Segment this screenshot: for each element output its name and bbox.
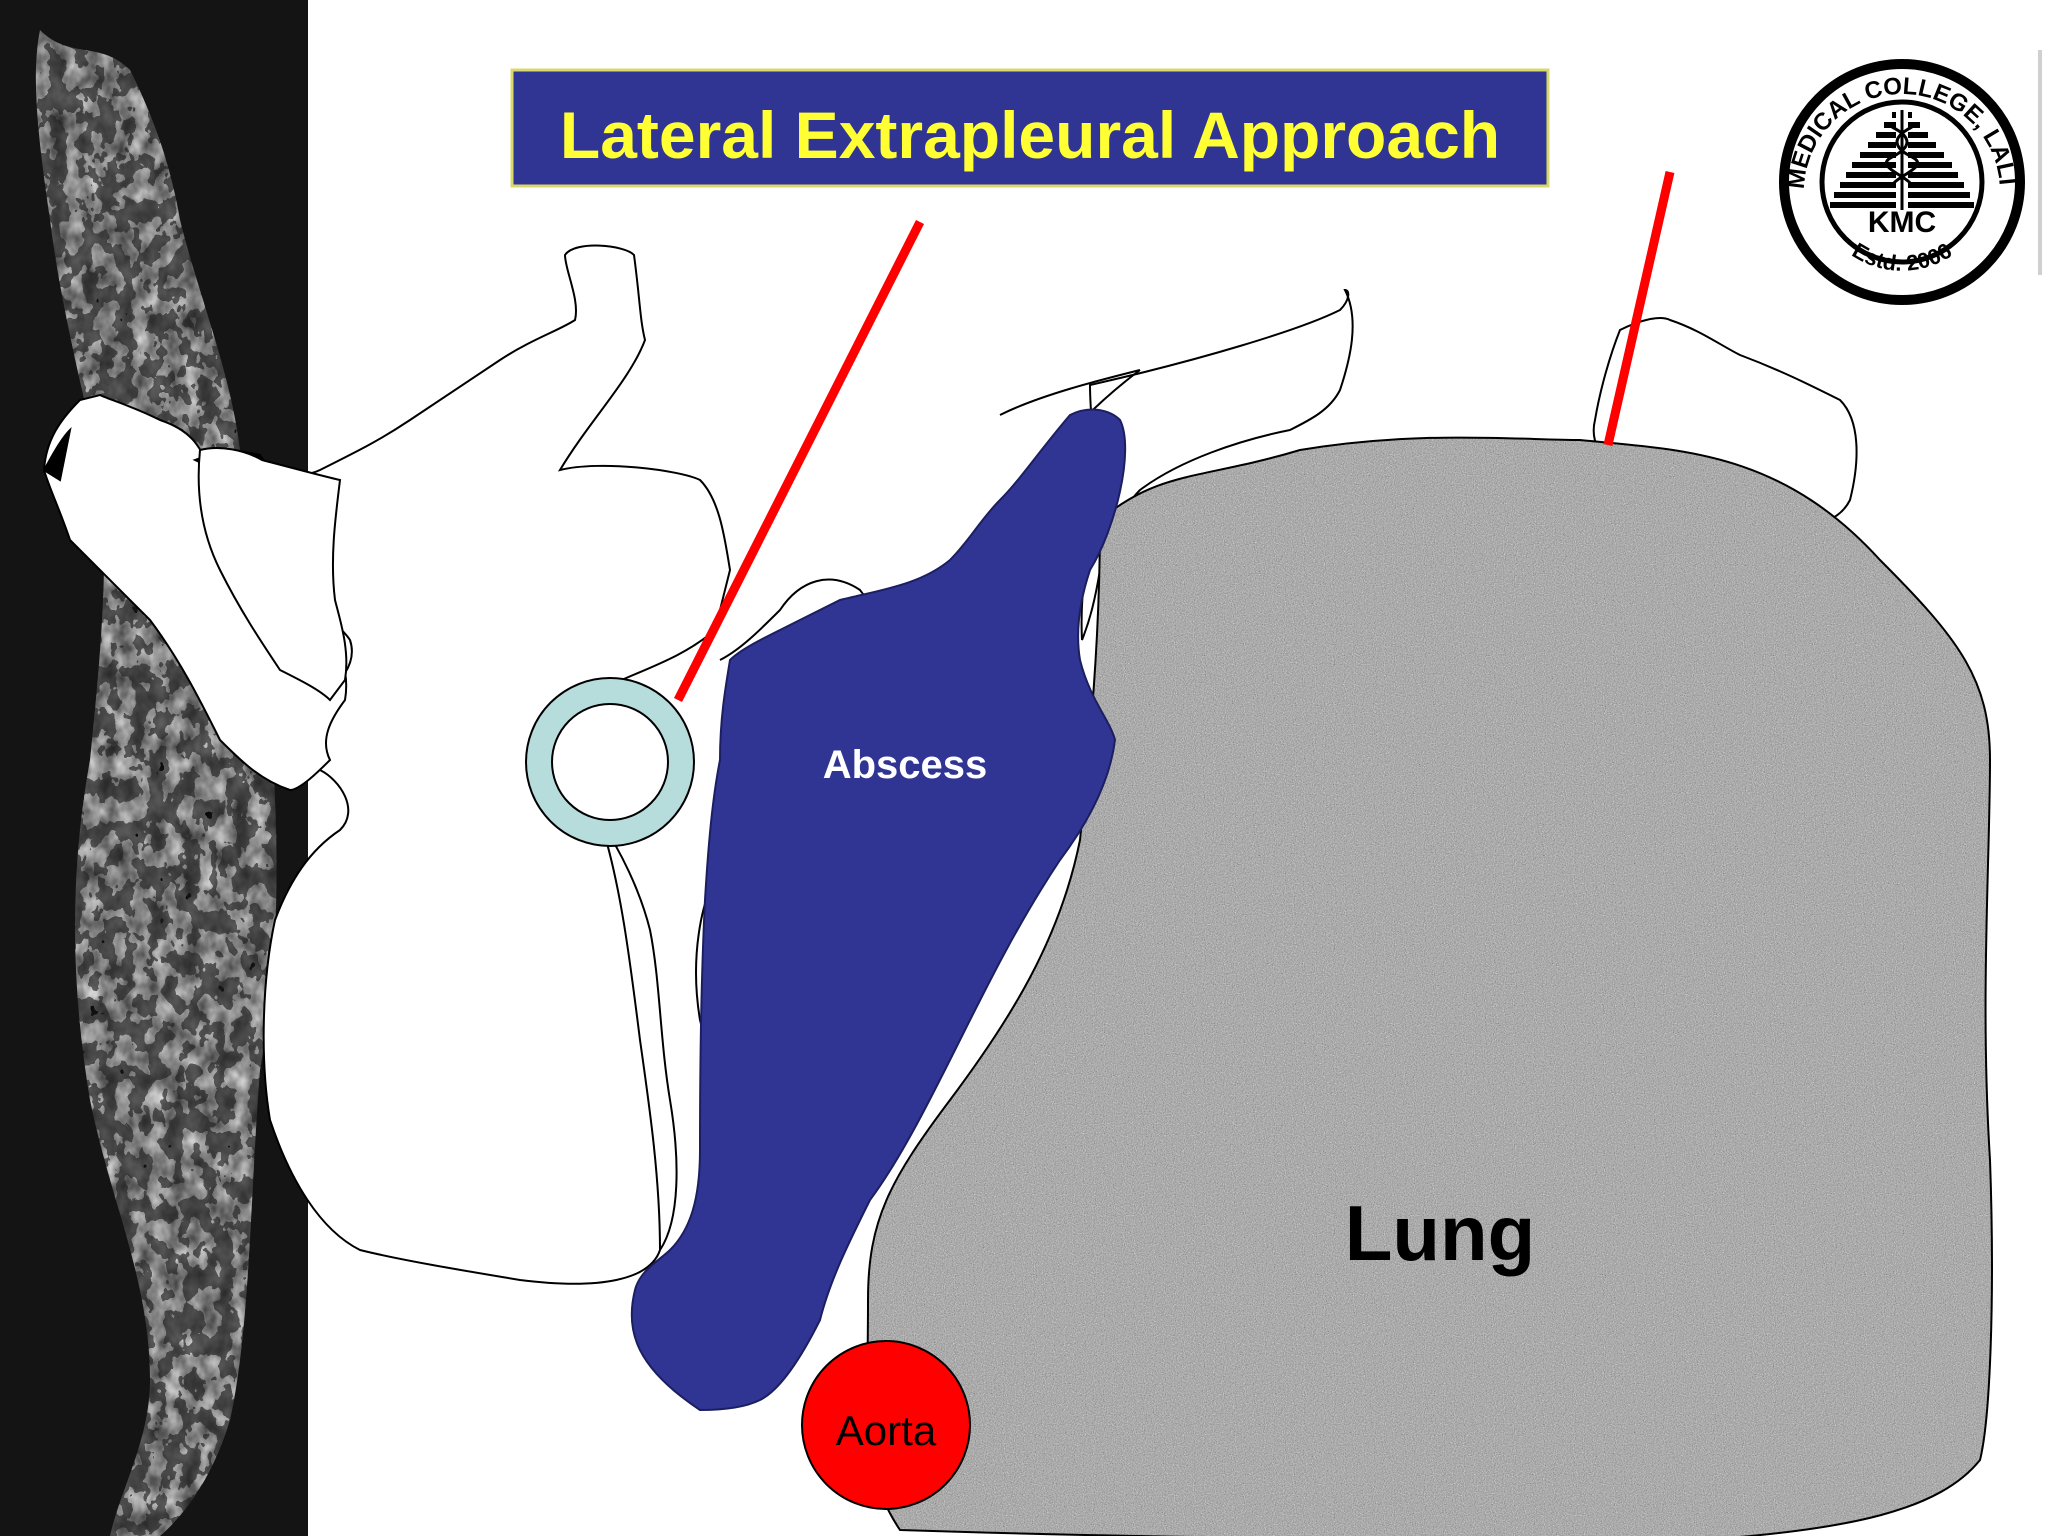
incision-line-left: [673, 219, 925, 703]
title-box: Lateral Extrapleural Approach: [510, 68, 1550, 188]
incision-line-right: [1603, 171, 1675, 446]
lung-region: Lung: [866, 436, 1993, 1536]
college-logo: KIST MEDICAL COLLEGE, LALITPUR Estd. 200…: [1779, 59, 2025, 305]
slide-title: Lateral Extrapleural Approach: [560, 98, 1500, 172]
aorta: Aorta: [801, 1340, 971, 1510]
lung-label: Lung: [1345, 1189, 1536, 1277]
caduceus-icon: [1884, 110, 1920, 210]
vertebra-outline: [42, 244, 1858, 1285]
aorta-label: Aorta: [836, 1407, 937, 1454]
spinal-canal: [525, 677, 695, 847]
abscess-label: Abscess: [823, 743, 988, 787]
logo-center-text: KMC: [1868, 206, 1936, 239]
abscess-region: Abscess: [630, 408, 1127, 1412]
